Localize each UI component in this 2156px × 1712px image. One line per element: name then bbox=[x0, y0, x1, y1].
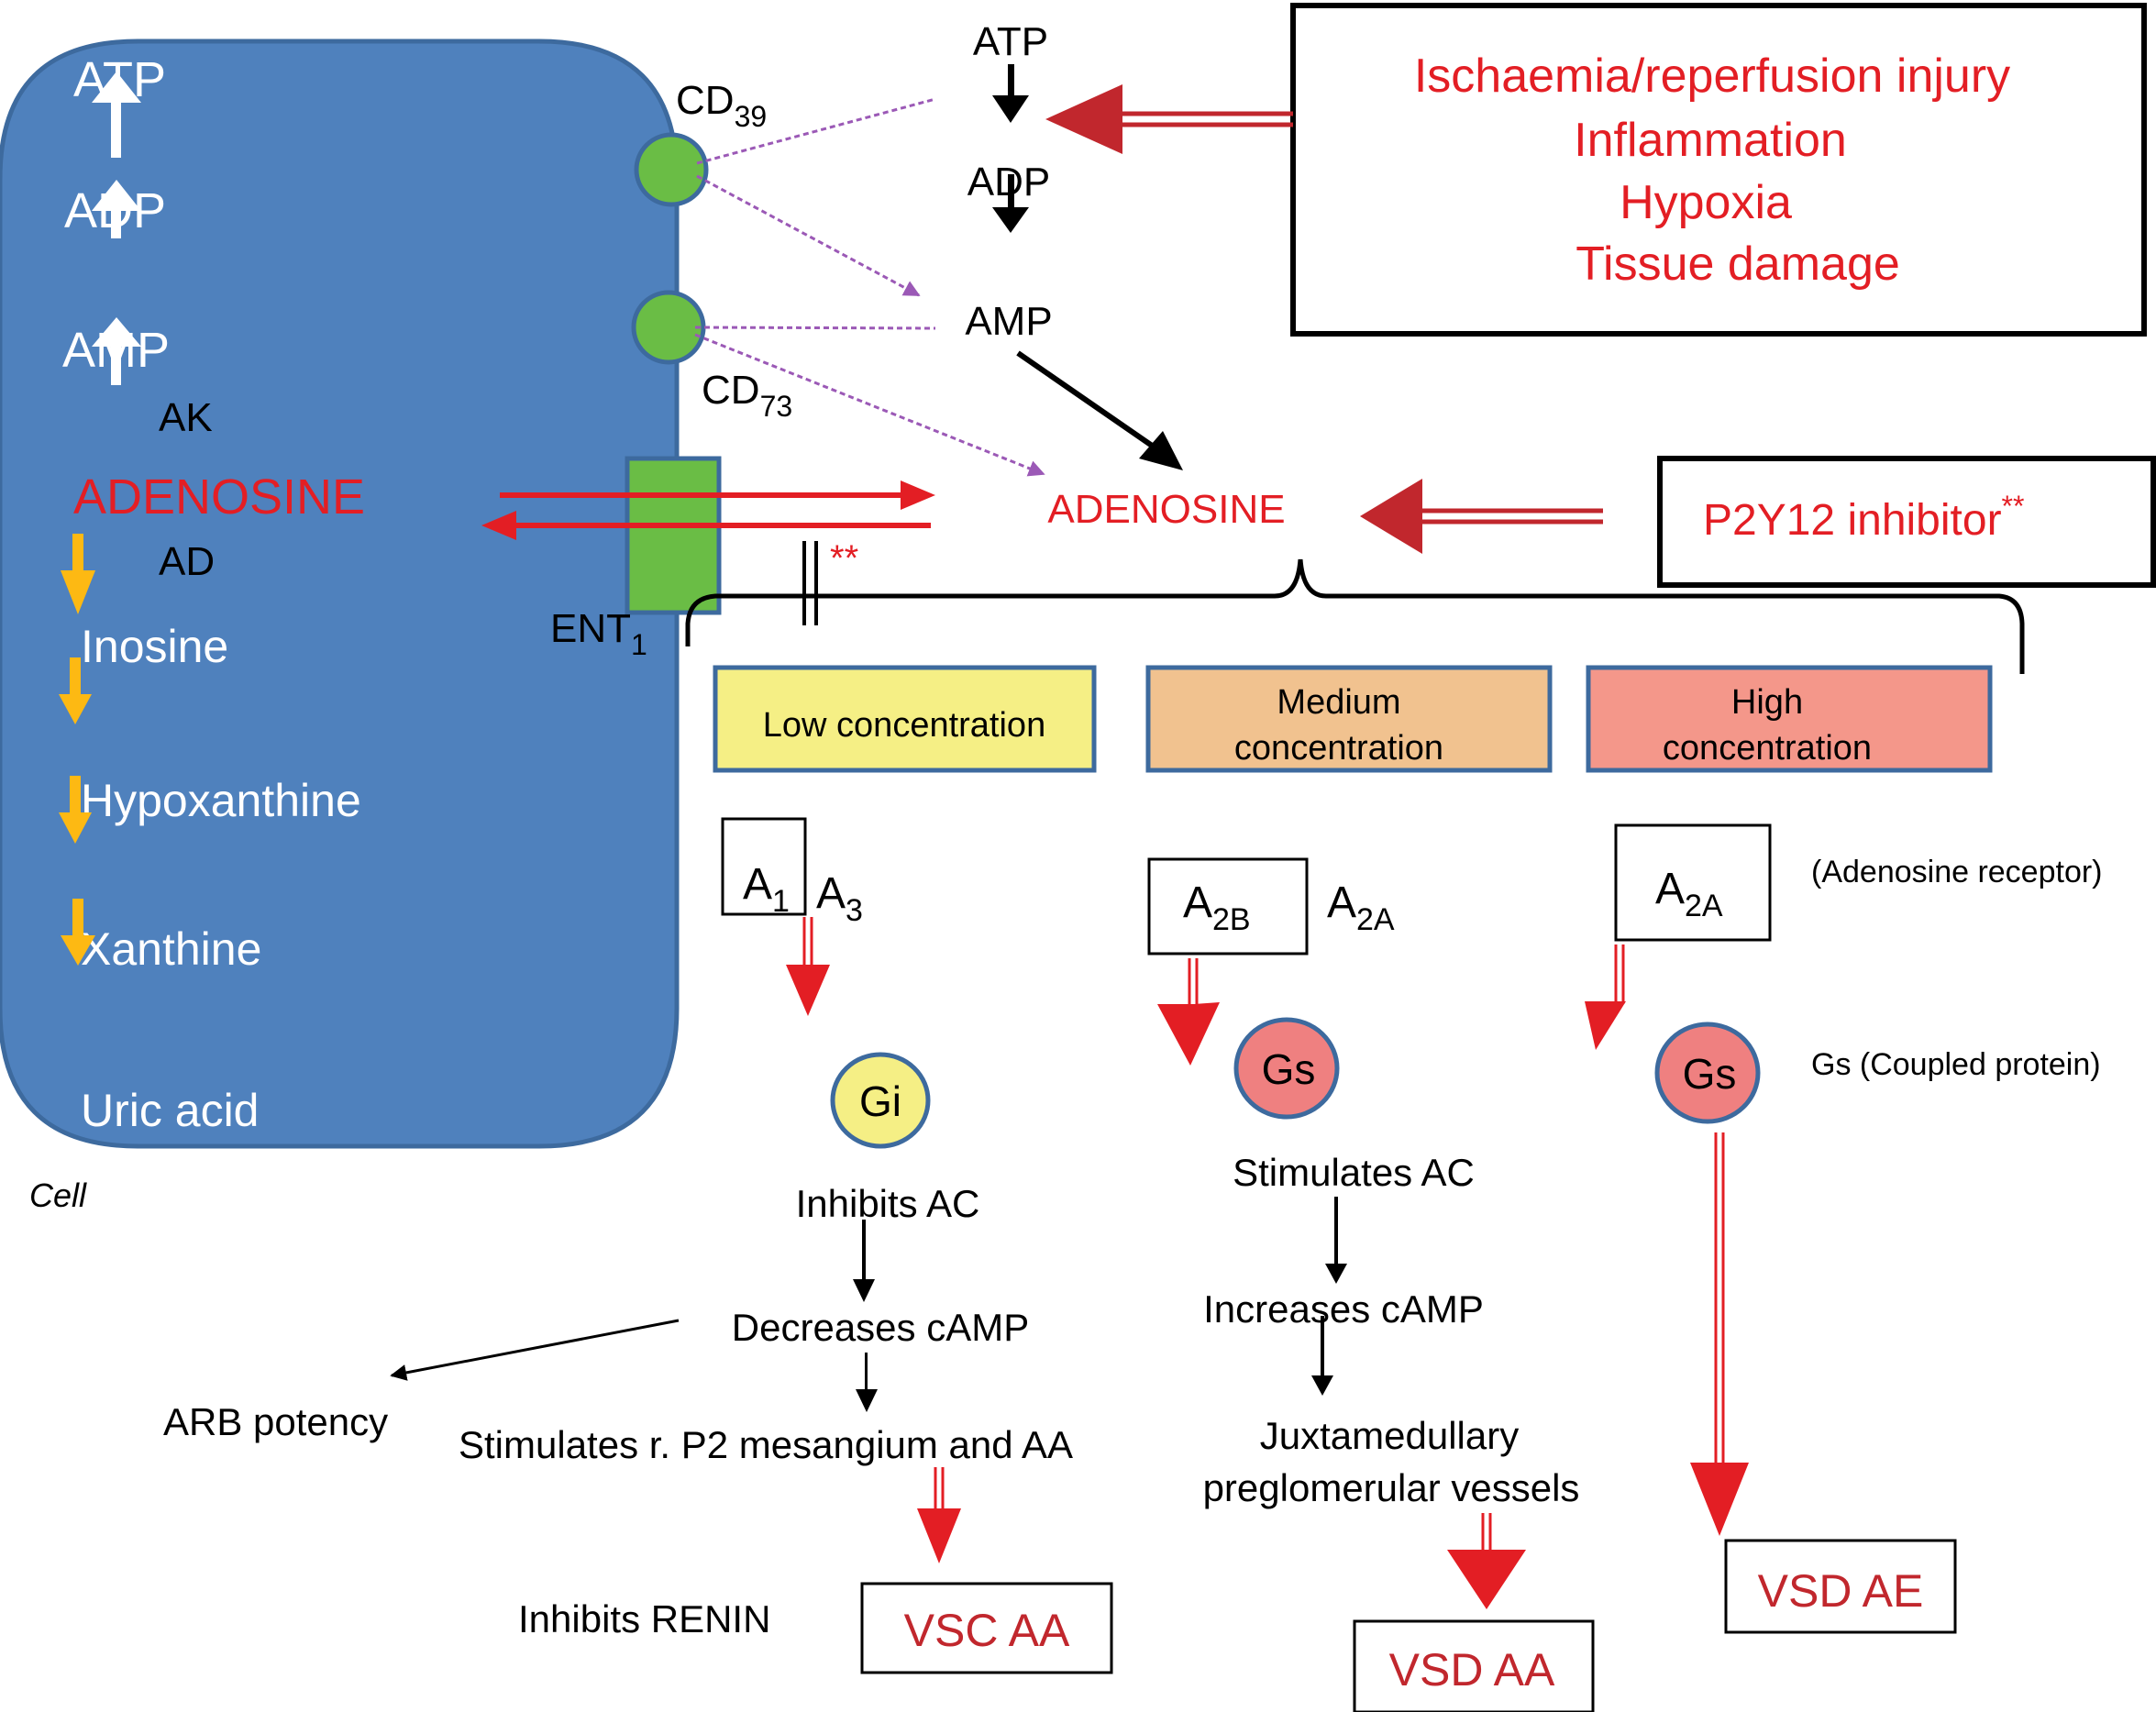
cell-body bbox=[0, 39, 680, 1149]
ent1-block-asterisks: ** bbox=[830, 538, 858, 579]
vsc-aa-box bbox=[860, 1582, 1113, 1674]
orange-arrow-down-icon bbox=[61, 534, 95, 614]
low-concentration-label: Low concentration bbox=[763, 706, 1045, 745]
medium-stimulates-ac: Stimulates AC bbox=[1233, 1151, 1475, 1194]
cell-uric-acid: Uric acid bbox=[81, 1085, 259, 1136]
cell-xanthine: Xanthine bbox=[81, 923, 261, 975]
orange-arrow-down-icon bbox=[59, 776, 92, 844]
stimuli-to-atp-arrow bbox=[1045, 84, 1293, 154]
medium-concentration-box bbox=[1145, 665, 1553, 773]
medium-receptor-to-gs-arrow bbox=[1157, 958, 1220, 1066]
adenosine-receptor-caption: (Adenosine receptor) bbox=[1811, 855, 2103, 889]
black-arrow-down-icon bbox=[992, 174, 1029, 233]
vsd-aa-box bbox=[1353, 1619, 1595, 1712]
white-arrow-up-icon bbox=[92, 317, 141, 385]
ent1-influx-arrow bbox=[481, 511, 931, 540]
stimulus-tissue-damage: Tissue damage bbox=[1576, 237, 1900, 291]
stimulus-hypoxia: Hypoxia bbox=[1620, 176, 1792, 229]
low-receptor-a1: A1 bbox=[743, 860, 790, 919]
high-concentration-box bbox=[1586, 665, 1993, 773]
black-arrow-down-icon bbox=[856, 1353, 878, 1412]
cell-label: Cell bbox=[29, 1176, 87, 1214]
cd73-label: CD73 bbox=[702, 368, 792, 423]
low-receptor-to-gi-arrow bbox=[786, 917, 830, 1016]
low-concentration-box bbox=[713, 665, 1097, 773]
high-receptor-to-gs-arrow bbox=[1585, 944, 1626, 1050]
stimulus-ischaemia: Ischaemia/reperfusion injury bbox=[1414, 50, 2010, 103]
cd39-label: CD39 bbox=[676, 78, 767, 133]
medium-to-outcome-arrow bbox=[1447, 1513, 1526, 1609]
p2y12-inhibitor-box bbox=[1657, 456, 2156, 588]
cell-enzyme-ad: AD bbox=[159, 539, 215, 584]
gi-protein-label: Gi bbox=[859, 1077, 901, 1125]
concentration-brace bbox=[685, 558, 2025, 674]
low-receptor-box bbox=[721, 817, 807, 916]
amp-to-adenosine-arrow bbox=[1016, 350, 1183, 470]
high-gs-protein-label: Gs bbox=[1683, 1050, 1737, 1098]
cell: ATP ADP AMP AK ADENOSINE AD Inosine Hypo… bbox=[0, 39, 680, 1149]
vsd-aa-label: VSD AA bbox=[1389, 1644, 1555, 1695]
medium-gs-protein-label: Gs bbox=[1262, 1045, 1316, 1093]
cell-hypoxanthine: Hypoxanthine bbox=[81, 775, 361, 826]
orange-arrow-down-icon bbox=[59, 657, 92, 724]
camp-to-arb-arrow bbox=[390, 1319, 680, 1381]
cd39-activity-lines bbox=[696, 97, 936, 297]
medium-receptor-a2a: A2A bbox=[1327, 878, 1395, 937]
ent1-label: ENT1 bbox=[550, 606, 647, 661]
arb-potency: ARB potency bbox=[163, 1400, 388, 1443]
gi-protein bbox=[830, 1052, 931, 1149]
inhibits-renin: Inhibits RENIN bbox=[518, 1597, 770, 1640]
low-stimulates-p2: Stimulates r. P2 mesangium and AA bbox=[459, 1423, 1073, 1466]
stimulus-inflammation: Inflammation bbox=[1574, 114, 1847, 167]
medium-gs-protein bbox=[1233, 1017, 1340, 1120]
high-concentration-label-2: concentration bbox=[1663, 729, 1872, 768]
ent1-transporter bbox=[625, 456, 722, 615]
stimuli-box bbox=[1290, 3, 2147, 337]
medium-concentration-label-2: concentration bbox=[1234, 729, 1443, 768]
cell-inosine: Inosine bbox=[81, 621, 228, 672]
p2y12-inhibitor-label: P2Y12 inhibitor** bbox=[1703, 490, 2024, 545]
high-gs-protein bbox=[1654, 1022, 1761, 1124]
vsd-ae-box bbox=[1724, 1539, 1957, 1634]
medium-receptor-a2b: A2B bbox=[1183, 878, 1251, 937]
extracellular-amp: AMP bbox=[965, 299, 1052, 344]
black-arrow-down-icon bbox=[1325, 1197, 1347, 1284]
cd39-enzyme bbox=[634, 132, 709, 207]
high-receptor-box bbox=[1614, 823, 1772, 942]
ent1-block-marker bbox=[802, 541, 818, 625]
coupled-protein-caption: Gs (Coupled protein) bbox=[1811, 1047, 2101, 1082]
extracellular-adenosine: ADENOSINE bbox=[1047, 487, 1285, 532]
white-arrow-up-icon bbox=[92, 180, 141, 238]
cell-enzyme-ak: AK bbox=[159, 395, 213, 440]
medium-juxtamedullary: Juxtamedullary bbox=[1260, 1414, 1519, 1457]
low-receptor-a3: A3 bbox=[816, 869, 863, 928]
ent1-efflux-arrow bbox=[500, 480, 935, 510]
white-arrow-up-icon bbox=[92, 72, 141, 158]
high-concentration-label-1: High bbox=[1731, 683, 1803, 722]
medium-increases-camp: Increases cAMP bbox=[1203, 1287, 1484, 1331]
cd73-enzyme bbox=[631, 290, 706, 365]
vsd-ae-label: VSD AE bbox=[1758, 1565, 1924, 1617]
black-arrow-down-icon bbox=[853, 1220, 875, 1302]
low-to-outcome-arrow bbox=[917, 1467, 961, 1563]
p2y12-to-adenosine-arrow bbox=[1360, 479, 1603, 554]
low-decreases-camp: Decreases cAMP bbox=[732, 1306, 1029, 1349]
medium-preglomerular: preglomerular vessels bbox=[1203, 1466, 1580, 1509]
cd73-activity-lines bbox=[694, 326, 1045, 477]
medium-receptor-box bbox=[1147, 857, 1309, 955]
vsc-aa-label: VSC AA bbox=[904, 1605, 1070, 1656]
cell-adenosine: ADENOSINE bbox=[73, 469, 365, 525]
extracellular-atp: ATP bbox=[973, 19, 1048, 64]
orange-arrow-down-icon bbox=[61, 899, 95, 966]
high-to-outcome-arrow bbox=[1690, 1132, 1749, 1536]
high-receptor-a2a: A2A bbox=[1655, 865, 1723, 923]
low-inhibits-ac: Inhibits AC bbox=[796, 1182, 980, 1225]
black-arrow-down-icon bbox=[992, 64, 1029, 123]
black-arrow-down-icon bbox=[1311, 1316, 1333, 1396]
medium-concentration-label-1: Medium bbox=[1277, 683, 1400, 722]
